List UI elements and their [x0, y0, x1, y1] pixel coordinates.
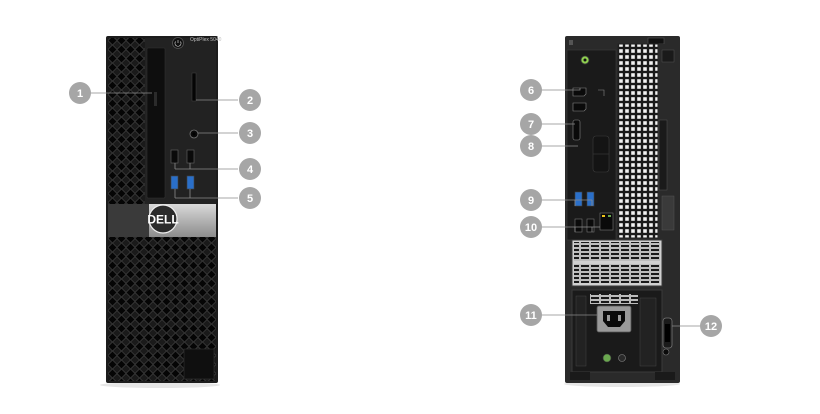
rear-displayport-2	[572, 102, 587, 112]
callout-4-label: 4	[247, 164, 254, 176]
callout-11: 11	[520, 304, 542, 326]
rear-ethernet-port	[599, 212, 614, 231]
back-view	[564, 36, 680, 387]
callout-3-label: 3	[247, 128, 253, 140]
callout-5-label: 5	[247, 193, 253, 205]
callout-10: 10	[520, 216, 542, 238]
callout-2-label: 2	[247, 95, 253, 107]
front-view: OptiPlex 5040 DELL	[100, 36, 222, 388]
callout-8-label: 8	[528, 141, 534, 153]
callout-7: 7	[520, 113, 542, 135]
callout-6: 6	[520, 79, 542, 101]
dell-logo	[148, 204, 178, 234]
rear-displayport-1	[572, 87, 587, 97]
callout-10-label: 10	[525, 222, 537, 234]
optical-drive	[146, 47, 166, 199]
callout-3: 3	[239, 122, 261, 144]
callout-12: 12	[700, 315, 722, 337]
optical-drive-eject	[154, 92, 157, 106]
back-top-latch	[647, 37, 665, 45]
front-callout-lines	[88, 92, 238, 199]
callout-9-label: 9	[528, 195, 534, 207]
callout-9: 9	[520, 189, 542, 211]
callout-6-label: 6	[528, 85, 534, 97]
rear-security-slot	[662, 348, 670, 356]
media-card-reader	[191, 72, 197, 102]
callout-4: 4	[239, 158, 261, 180]
rear-fan-grille	[617, 43, 659, 239]
rear-usb2-port-2	[586, 218, 595, 233]
callout-1-label: 1	[77, 88, 83, 100]
front-usb2-port-1	[170, 149, 179, 164]
callout-5: 5	[239, 187, 261, 209]
back-callout-lines	[541, 88, 700, 327]
front-usb3-port-2	[186, 175, 195, 190]
callout-8: 8	[520, 135, 542, 157]
front-usb2-port-2	[186, 149, 195, 164]
rear-vga-port	[572, 119, 581, 141]
callout-2: 2	[239, 89, 261, 111]
callout-1: 1	[69, 82, 91, 104]
dell-logo-text: DELL	[147, 213, 178, 227]
rear-psu-test-button	[602, 353, 612, 363]
callout-12-label: 12	[705, 321, 717, 333]
model-label: OptiPlex 5040	[190, 37, 222, 43]
callout-7-label: 7	[528, 119, 534, 131]
front-mesh-upper	[108, 38, 145, 204]
rear-usb2-port-1	[574, 218, 583, 233]
front-foot-plate	[183, 348, 215, 380]
front-usb3-port-1	[170, 175, 179, 190]
callout-11-label: 11	[525, 310, 537, 322]
rear-usb3-port-2	[586, 191, 595, 207]
rear-usb3-port-1	[574, 191, 583, 207]
